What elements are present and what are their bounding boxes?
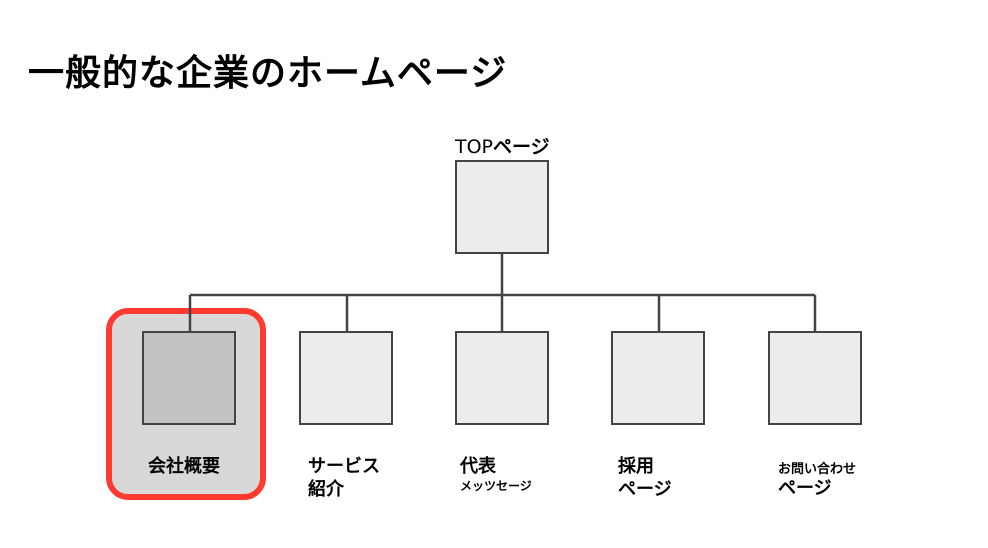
child-node-3 [455, 331, 549, 425]
child-node-1 [142, 331, 236, 425]
child-label-5: お問い合わせ ページ [778, 462, 856, 501]
child-label-2-line2: 紹介 [308, 478, 344, 500]
top-page-node [455, 160, 549, 254]
child-label-3-line2: メッツセージ [460, 478, 532, 493]
page-title: 一般的な企業のホームページ [28, 53, 508, 94]
child-label-1: 会社概要 [148, 456, 220, 479]
top-page-label-jp: ページ [493, 136, 550, 158]
top-page-label: TOPページ [455, 132, 550, 159]
child-node-4 [611, 331, 705, 425]
child-label-4-line2: ページ [618, 478, 672, 500]
child-label-2: サービス 紹介 [308, 456, 380, 501]
child-label-2-line1: サービス [308, 456, 380, 477]
child-node-2 [299, 331, 393, 425]
child-label-4-line1: 採用 [618, 456, 654, 477]
child-label-1-line1: 会社概要 [148, 456, 220, 477]
child-label-5-line2: ページ [778, 478, 832, 500]
child-label-3-line1: 代表 [460, 456, 496, 477]
child-label-3: 代表 メッツセージ [460, 456, 532, 494]
child-label-4: 採用 ページ [618, 456, 672, 501]
top-page-label-latin: TOP [455, 136, 494, 158]
child-node-5 [768, 331, 862, 425]
child-label-5-line1: お問い合わせ [778, 462, 857, 477]
